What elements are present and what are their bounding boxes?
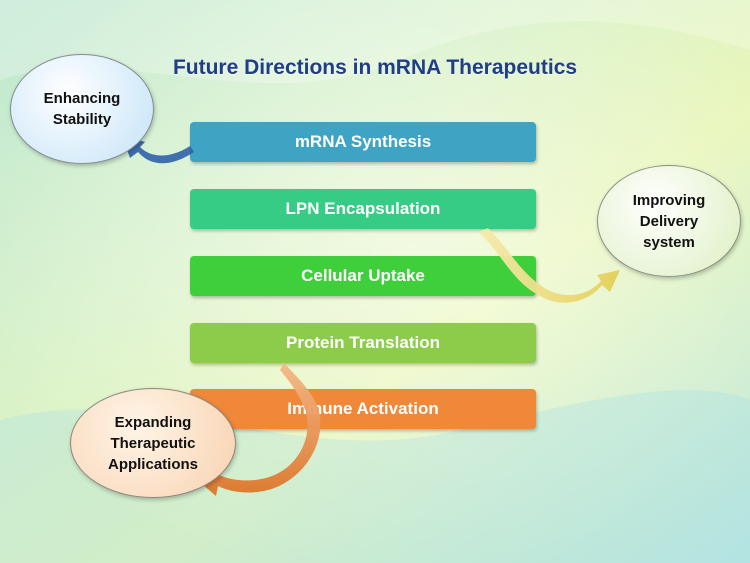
bubble-enhancing-stability: Enhancing Stability — [10, 54, 154, 164]
step-protein-translation: Protein Translation — [190, 323, 536, 363]
step-label: Protein Translation — [286, 333, 440, 352]
step-label: Cellular Uptake — [301, 266, 425, 285]
bubble-improving-delivery: Improving Delivery system — [597, 165, 741, 277]
step-mrna-synthesis: mRNA Synthesis — [190, 122, 536, 162]
bubble-line: Delivery — [639, 212, 699, 230]
bubble-line: Applications — [107, 455, 198, 473]
diagram-title: Future Directions in mRNA Therapeutics — [172, 56, 578, 79]
bubble-line: Stability — [52, 111, 112, 128]
step-label: Immune Activation — [287, 399, 439, 418]
bubble-line: Enhancing — [43, 90, 121, 107]
step-lpn-encapsulation: LPN Encapsulation — [190, 189, 536, 229]
bubble-expanding-applications: Expanding Therapeutic Applications — [70, 388, 236, 498]
bubble-line: system — [643, 233, 695, 251]
step-immune-activation: Immune Activation — [190, 389, 536, 429]
step-label: mRNA Synthesis — [294, 132, 432, 151]
step-label: LPN Encapsulation — [285, 199, 441, 218]
bubble-line: Expanding — [114, 413, 192, 431]
bubble-line: Therapeutic — [110, 434, 196, 452]
bubble-line: Improving — [632, 191, 706, 209]
step-cellular-uptake: Cellular Uptake — [190, 256, 536, 296]
